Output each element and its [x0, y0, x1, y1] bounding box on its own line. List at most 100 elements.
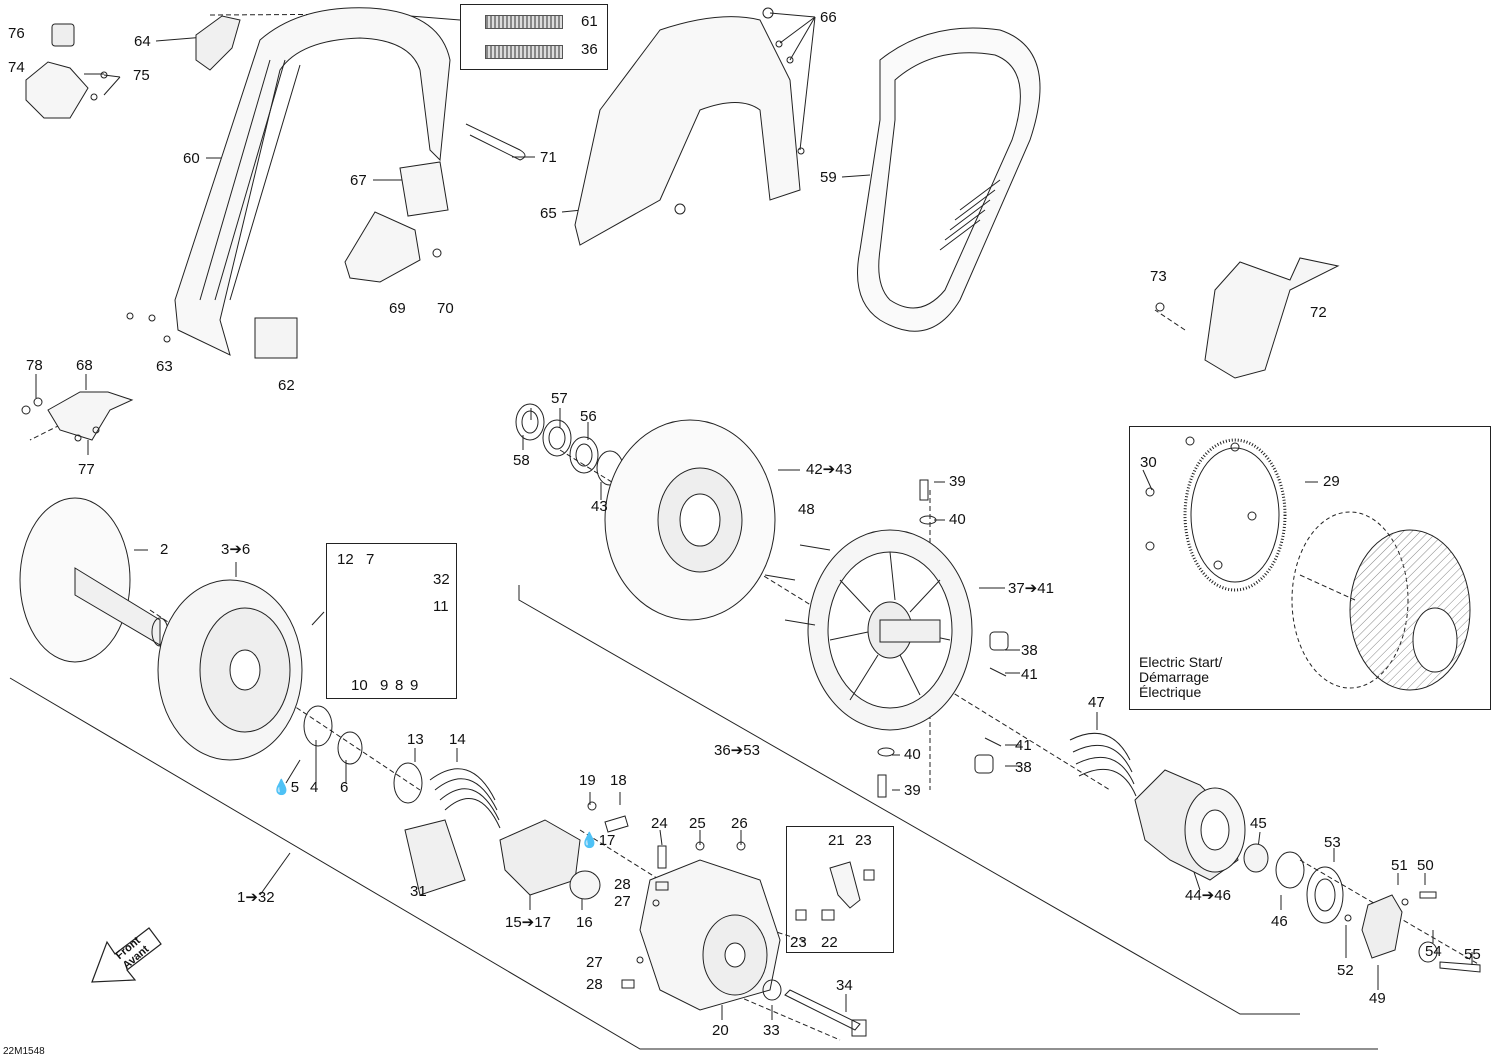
callout-59: 59	[820, 169, 837, 186]
callout-54: 54	[1425, 943, 1442, 960]
callout-39-lower: 39	[904, 782, 921, 799]
callout-19: 19	[579, 772, 596, 789]
callout-45: 45	[1250, 815, 1267, 832]
electric-start-line2: Démarrage	[1139, 669, 1210, 685]
callout-71: 71	[540, 149, 557, 166]
decal-label-box	[460, 4, 608, 70]
callout-12: 12	[337, 551, 354, 568]
callout-5: 💧5	[272, 779, 299, 796]
callout-73: 73	[1150, 268, 1167, 285]
callout-58: 58	[513, 452, 530, 469]
callout-23: 23	[855, 832, 872, 849]
callout-17-text: 17	[598, 832, 616, 849]
callout-28: 28	[614, 876, 631, 893]
callout-6: 6	[340, 779, 349, 796]
callout-15-17: 15➔17	[505, 914, 551, 931]
callout-43: 43	[591, 498, 608, 515]
callout-29: 29	[1323, 473, 1340, 490]
callout-13: 13	[407, 731, 424, 748]
callout-41: 41	[1021, 666, 1038, 683]
callout-78: 78	[26, 357, 43, 374]
callout-50: 50	[1417, 857, 1434, 874]
callout-74: 74	[8, 59, 25, 76]
callout-7: 7	[366, 551, 375, 568]
callout-18: 18	[610, 772, 627, 789]
decal-61-shape	[485, 15, 563, 29]
callout-32: 32	[433, 571, 450, 588]
callout-61: 61	[581, 13, 598, 30]
callout-24: 24	[651, 815, 668, 832]
assembly-bracket-drive-pulley	[9, 677, 1378, 1050]
oil-drop-icon-2: 💧	[580, 832, 599, 849]
callout-5-text: 5	[290, 779, 300, 796]
callout-25: 25	[689, 815, 706, 832]
electric-start-line3: Électrique	[1139, 684, 1202, 700]
front-arrow-icon	[91, 927, 162, 983]
callout-49: 49	[1369, 990, 1386, 1007]
callout-72: 72	[1310, 304, 1327, 321]
callout-38-lower: 38	[1015, 759, 1032, 776]
callout-51: 51	[1391, 857, 1408, 874]
callout-4: 4	[310, 779, 319, 796]
callout-20: 20	[712, 1022, 729, 1039]
callout-28-lower: 28	[586, 976, 603, 993]
callout-47: 47	[1088, 694, 1105, 711]
callout-41-lower: 41	[1015, 737, 1032, 754]
callout-38: 38	[1021, 642, 1038, 659]
callout-22: 22	[821, 934, 838, 951]
callout-64: 64	[134, 33, 151, 50]
callout-55: 55	[1464, 946, 1481, 963]
electric-start-label: Electric Start/ Démarrage Électrique	[1139, 655, 1222, 700]
callout-68: 68	[76, 357, 93, 374]
callout-62: 62	[278, 377, 295, 394]
callout-40-lower: 40	[904, 746, 921, 763]
callout-16: 16	[576, 914, 593, 931]
callout-33: 33	[763, 1022, 780, 1039]
callout-57: 57	[551, 390, 568, 407]
callout-34: 34	[836, 977, 853, 994]
electric-start-line1: Electric Start/	[1139, 654, 1223, 670]
callout-44-46: 44➔46	[1185, 887, 1231, 904]
callout-76: 76	[8, 25, 25, 42]
callout-31: 31	[410, 883, 427, 900]
callout-2: 2	[160, 541, 169, 558]
callout-3-6: 3➔6	[221, 541, 251, 558]
callout-36-53: 36➔53	[714, 742, 760, 759]
callout-30: 30	[1140, 454, 1157, 471]
drawing-code: 22M1548	[3, 1046, 45, 1057]
callout-67: 67	[350, 172, 367, 189]
oil-drop-icon: 💧	[272, 779, 291, 796]
callout-66: 66	[820, 9, 837, 26]
callout-11: 11	[433, 598, 449, 615]
callout-9-left: 9	[380, 677, 389, 694]
electric-start-box: Electric Start/ Démarrage Électrique	[1129, 426, 1491, 710]
callout-37-41: 37➔41	[1008, 580, 1054, 597]
callout-27-lower: 27	[586, 954, 603, 971]
callout-65: 65	[540, 205, 557, 222]
callout-77: 77	[78, 461, 95, 478]
assembly-bracket-driven-pulley	[518, 585, 1300, 1015]
callout-40: 40	[949, 511, 966, 528]
callout-39: 39	[949, 473, 966, 490]
callout-21: 21	[828, 832, 845, 849]
callout-17: 💧17	[580, 832, 615, 849]
callout-53: 53	[1324, 834, 1341, 851]
callout-75: 75	[133, 67, 150, 84]
callout-9-right: 9	[410, 677, 419, 694]
callout-52: 52	[1337, 962, 1354, 979]
callout-63: 63	[156, 358, 173, 375]
callout-10: 10	[351, 677, 368, 694]
detail-box-lever-parts	[786, 826, 894, 953]
callout-69: 69	[389, 300, 406, 317]
callout-26: 26	[731, 815, 748, 832]
callout-27: 27	[614, 893, 631, 910]
callout-23-lower: 23	[790, 934, 807, 951]
callout-42-43: 42➔43	[806, 461, 852, 478]
callout-56: 56	[580, 408, 597, 425]
callout-70: 70	[437, 300, 454, 317]
decal-36-shape	[485, 45, 563, 59]
callout-46: 46	[1271, 913, 1288, 930]
callout-48: 48	[798, 501, 815, 518]
callout-36: 36	[581, 41, 598, 58]
